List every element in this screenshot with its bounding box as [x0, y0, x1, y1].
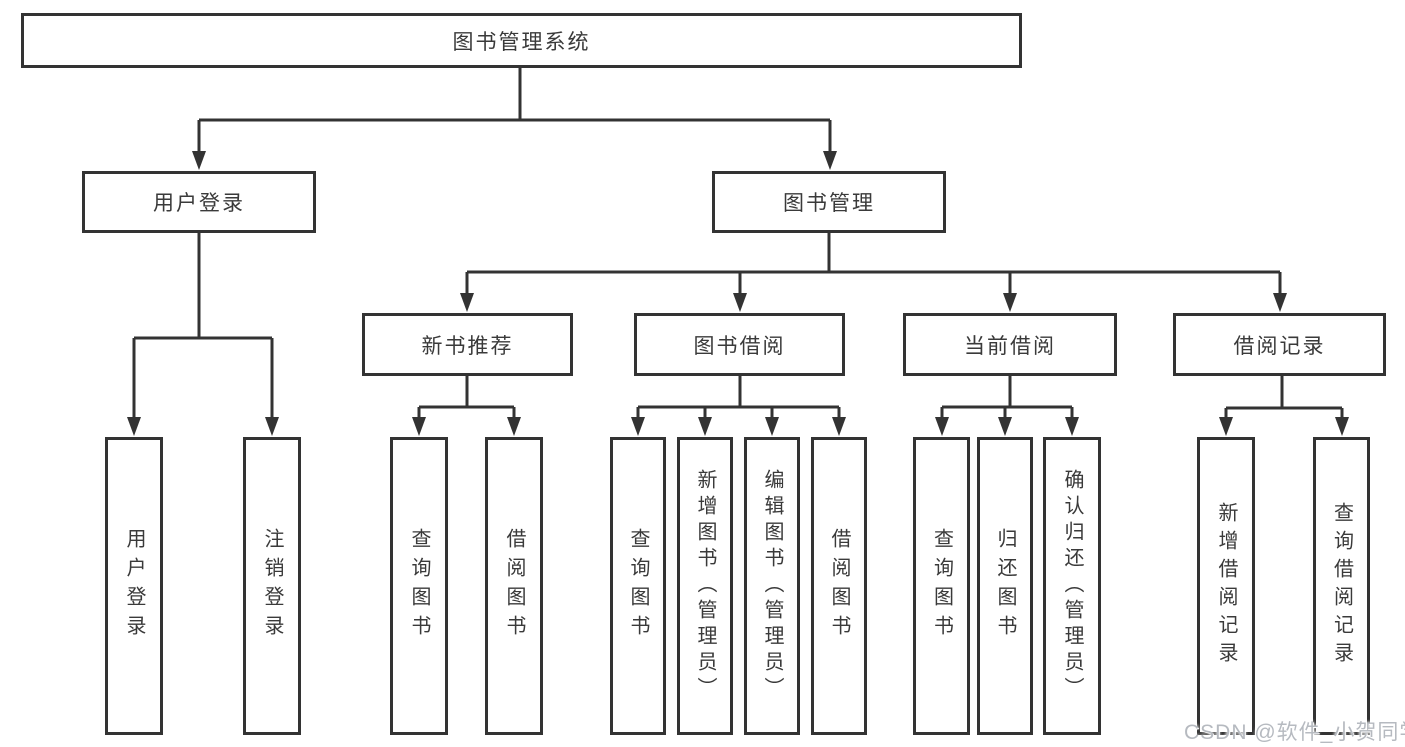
node-library-management-system: 图书管理系统 [21, 13, 1022, 68]
node-user-login: 用户登录 [82, 171, 316, 233]
node-book-borrow: 图书借阅 [634, 313, 845, 376]
leaf-logout: 注销登录 [243, 437, 301, 735]
node-label: 注销登录 [261, 528, 283, 644]
leaf-query-borrow-record: 查询借阅记录 [1313, 437, 1370, 735]
node-label: 新书推荐 [421, 334, 514, 358]
node-label: 归还图书 [994, 528, 1016, 644]
node-label: 编辑图书（管理员） [761, 469, 783, 703]
leaf-add-book-admin: 新增图书（管理员） [677, 437, 733, 735]
node-label: 查询图书 [930, 528, 953, 644]
node-label: 新增图书（管理员） [694, 469, 716, 703]
node-book-management: 图书管理 [712, 171, 946, 233]
leaf-borrow-books: 借阅图书 [811, 437, 867, 735]
node-label: 图书管理 [783, 192, 875, 215]
leaf-edit-book-admin: 编辑图书（管理员） [744, 437, 800, 735]
node-label: 图书管理系统 [452, 30, 591, 54]
node-label: 查询图书 [627, 528, 649, 644]
watermark: CSDN @软件_小贺同学 [1184, 721, 1405, 744]
leaf-return-books: 归还图书 [977, 437, 1033, 735]
leaf-query-books-borrow: 查询图书 [610, 437, 666, 735]
node-label: 确认归还（管理员） [1061, 469, 1083, 703]
node-label: 用户登录 [153, 192, 245, 215]
node-label: 借阅图书 [503, 528, 525, 644]
leaf-borrow-books-recommend: 借阅图书 [485, 437, 543, 735]
node-label: 当前借阅 [964, 334, 1056, 358]
node-borrow-records: 借阅记录 [1173, 313, 1386, 376]
node-label: 查询借阅记录 [1330, 502, 1353, 670]
node-label: 用户登录 [123, 528, 145, 644]
leaf-user-login: 用户登录 [105, 437, 163, 735]
node-label: 查询图书 [408, 528, 430, 644]
leaf-query-books-recommend: 查询图书 [390, 437, 448, 735]
leaf-add-borrow-record: 新增借阅记录 [1197, 437, 1255, 735]
node-label: 图书借阅 [693, 334, 786, 358]
node-current-borrow: 当前借阅 [903, 313, 1117, 376]
leaf-confirm-return-admin: 确认归还（管理员） [1043, 437, 1101, 735]
node-label: 借阅图书 [828, 528, 850, 644]
leaf-query-books-current: 查询图书 [913, 437, 970, 735]
node-label: 借阅记录 [1233, 334, 1326, 358]
node-new-book-recommend: 新书推荐 [362, 313, 573, 376]
node-label: 新增借阅记录 [1215, 502, 1237, 670]
